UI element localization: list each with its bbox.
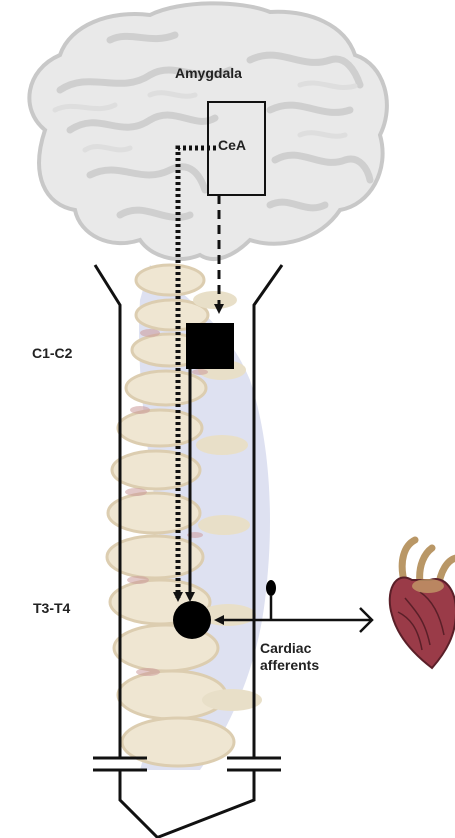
c1c2-label: C1-C2 [32,345,72,361]
cea-label: CeA [218,137,246,153]
t3t4-label: T3-T4 [33,600,70,616]
dorsal-root-ganglion-icon [266,580,276,596]
c1c2-neuron-block [186,323,234,369]
cardiac-label-line1: Cardiac [260,640,319,657]
amygdala-label: Amygdala [175,65,242,81]
heart-icon [390,540,455,668]
t3t4-neuron [173,601,211,639]
cardiac-afferents-label: Cardiac afferents [260,640,319,674]
cardiac-label-line2: afferents [260,657,319,674]
